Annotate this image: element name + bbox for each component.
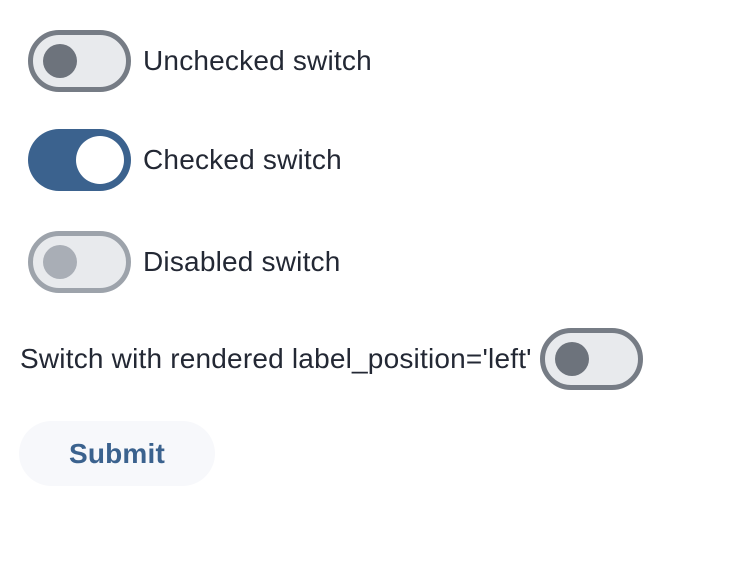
switch-row-label-left: Switch with rendered label_position='lef… (20, 328, 643, 390)
unchecked-switch-toggle[interactable] (28, 30, 131, 92)
switch-thumb (554, 342, 589, 376)
label-left-switch-toggle[interactable] (539, 328, 643, 390)
disabled-switch-label: Disabled switch (143, 246, 341, 278)
label-left-switch-label: Switch with rendered label_position='lef… (20, 343, 532, 375)
switch-row-unchecked: Unchecked switch (28, 30, 372, 92)
submit-button[interactable]: Submit (19, 421, 215, 486)
checked-switch-toggle[interactable] (28, 129, 131, 191)
checked-switch-label: Checked switch (143, 144, 342, 176)
switch-row-disabled: Disabled switch (28, 231, 341, 293)
switch-row-checked: Checked switch (28, 129, 342, 191)
switch-thumb (43, 44, 77, 78)
unchecked-switch-label: Unchecked switch (143, 45, 372, 77)
switch-thumb (76, 136, 124, 184)
switch-thumb (43, 245, 77, 279)
disabled-switch-toggle (28, 231, 131, 293)
